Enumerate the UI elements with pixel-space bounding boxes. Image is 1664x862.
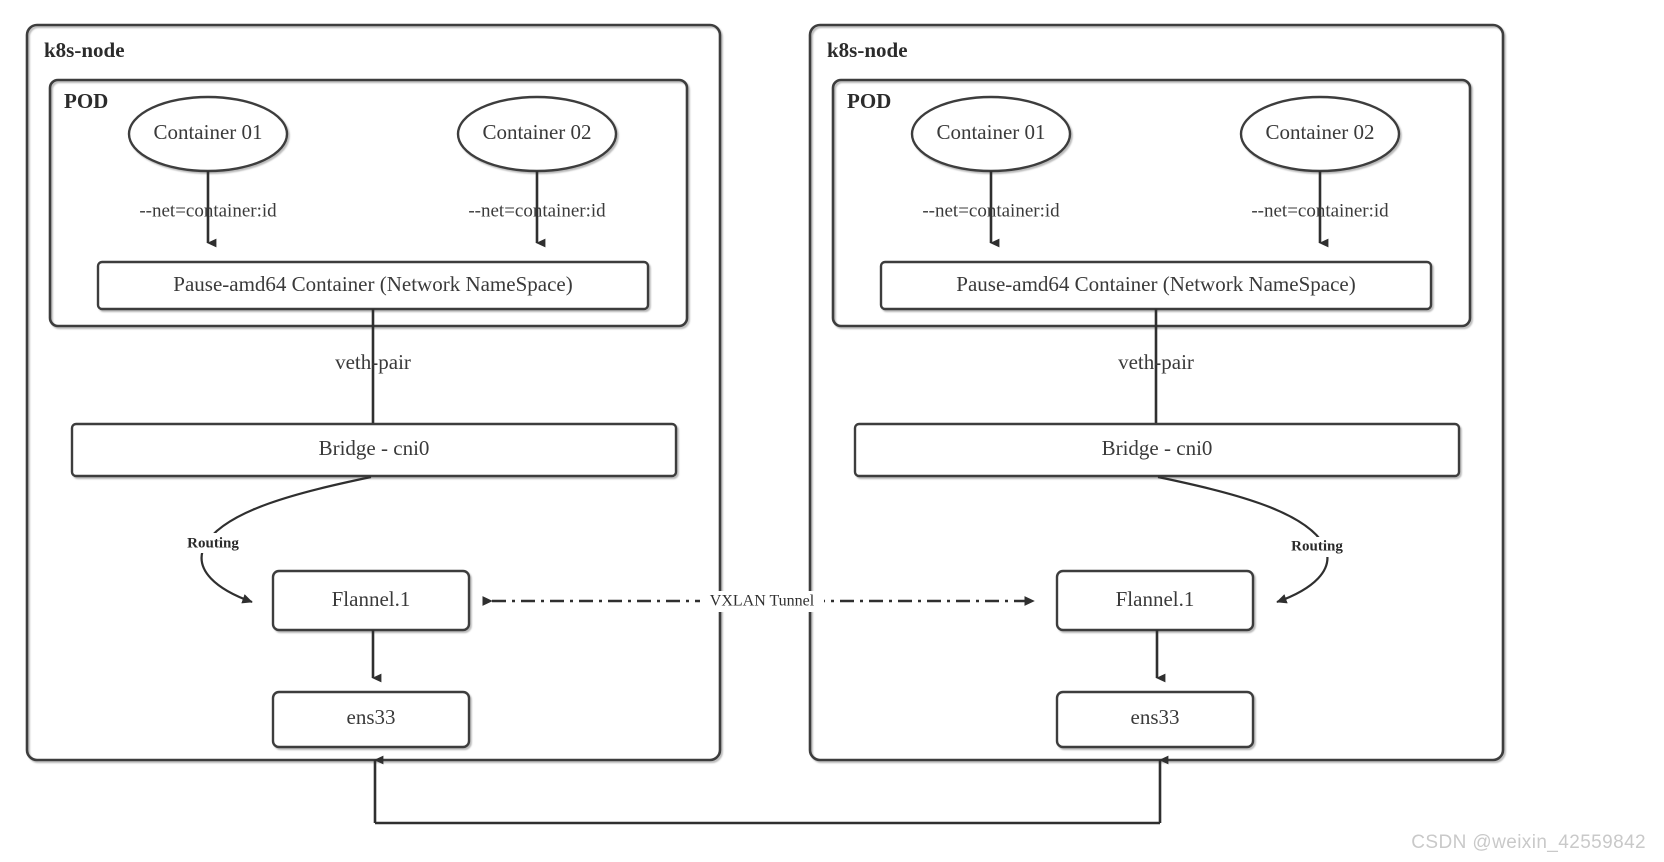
veth-pair-label-right: veth-pair — [1118, 350, 1194, 374]
vxlan-tunnel[interactable]: VXLAN Tunnel — [482, 591, 1035, 612]
edge-label-container01-right: --net=container:id — [922, 200, 1060, 221]
bridge-label: Bridge - cni0 — [1102, 436, 1213, 460]
container-label: Container 01 — [936, 120, 1045, 144]
tunnel-label: VXLAN Tunnel — [710, 593, 815, 610]
tunnel-label-bg — [700, 591, 824, 612]
k8s-node-left[interactable]: k8s-node POD Container 01 --net=containe… — [25, 23, 722, 762]
pause-container-left[interactable]: Pause-amd64 Container (Network NameSpace… — [96, 260, 650, 311]
ens33-left[interactable]: ens33 — [271, 690, 471, 749]
container-label: Container 01 — [153, 120, 262, 144]
flannel-left[interactable]: Flannel.1 — [271, 569, 471, 632]
container-label: Container 02 — [482, 120, 591, 144]
routing-label-bg-left — [172, 533, 256, 553]
pod-group-left[interactable]: POD Container 01 --net=container:id Cont… — [48, 78, 689, 328]
veth-pair-label-left: veth-pair — [335, 350, 411, 374]
node-title-right: k8s-node — [827, 38, 908, 62]
pause-container-right[interactable]: Pause-amd64 Container (Network NameSpace… — [879, 260, 1433, 311]
container-02-right[interactable]: Container 02 — [1239, 95, 1401, 173]
container-02-left[interactable]: Container 02 — [456, 95, 618, 173]
flannel-label: Flannel.1 — [332, 587, 411, 611]
pod-group-right[interactable]: POD Container 01 --net=container:id Cont… — [831, 78, 1472, 328]
ens33-label: ens33 — [1131, 705, 1180, 729]
node-border-right — [808, 23, 1505, 762]
node-border-left — [25, 23, 722, 762]
pod-title-left: POD — [64, 89, 108, 113]
flannel-right[interactable]: Flannel.1 — [1055, 569, 1255, 632]
routing-label-right: Routing — [1291, 538, 1343, 554]
container-01-left[interactable]: Container 01 — [127, 95, 289, 173]
ens33-right[interactable]: ens33 — [1055, 690, 1255, 749]
node-title-left: k8s-node — [44, 38, 125, 62]
physical-link[interactable] — [373, 755, 1169, 825]
ens33-label: ens33 — [347, 705, 396, 729]
pause-label: Pause-amd64 Container (Network NameSpace… — [173, 272, 572, 296]
bridge-label: Bridge - cni0 — [319, 436, 430, 460]
bridge-box — [853, 422, 1461, 478]
bridge-box — [70, 422, 678, 478]
pod-border-left — [48, 78, 689, 328]
edge-label-container01-left: --net=container:id — [139, 200, 277, 221]
pod-title-right: POD — [847, 89, 891, 113]
ens33-box — [271, 690, 471, 749]
flannel-box — [271, 569, 471, 632]
pod-border-right — [831, 78, 1472, 328]
flannel-box — [1055, 569, 1255, 632]
pause-label: Pause-amd64 Container (Network NameSpace… — [956, 272, 1355, 296]
container-01-right[interactable]: Container 01 — [910, 95, 1072, 173]
routing-label-left: Routing — [187, 535, 239, 551]
flannel-label: Flannel.1 — [1116, 587, 1195, 611]
routing-label-bg-right — [1275, 537, 1359, 557]
bridge-cni0-left[interactable]: Bridge - cni0 — [70, 422, 678, 478]
edge-label-container02-right: --net=container:id — [1251, 200, 1389, 221]
edge-label-container02-left: --net=container:id — [468, 200, 606, 221]
k8s-node-right[interactable]: k8s-node POD Container 01 --net=containe… — [808, 23, 1505, 762]
bridge-cni0-right[interactable]: Bridge - cni0 — [853, 422, 1461, 478]
container-label: Container 02 — [1265, 120, 1374, 144]
watermark: CSDN @weixin_42559842 — [1411, 832, 1646, 853]
ens33-box — [1055, 690, 1255, 749]
